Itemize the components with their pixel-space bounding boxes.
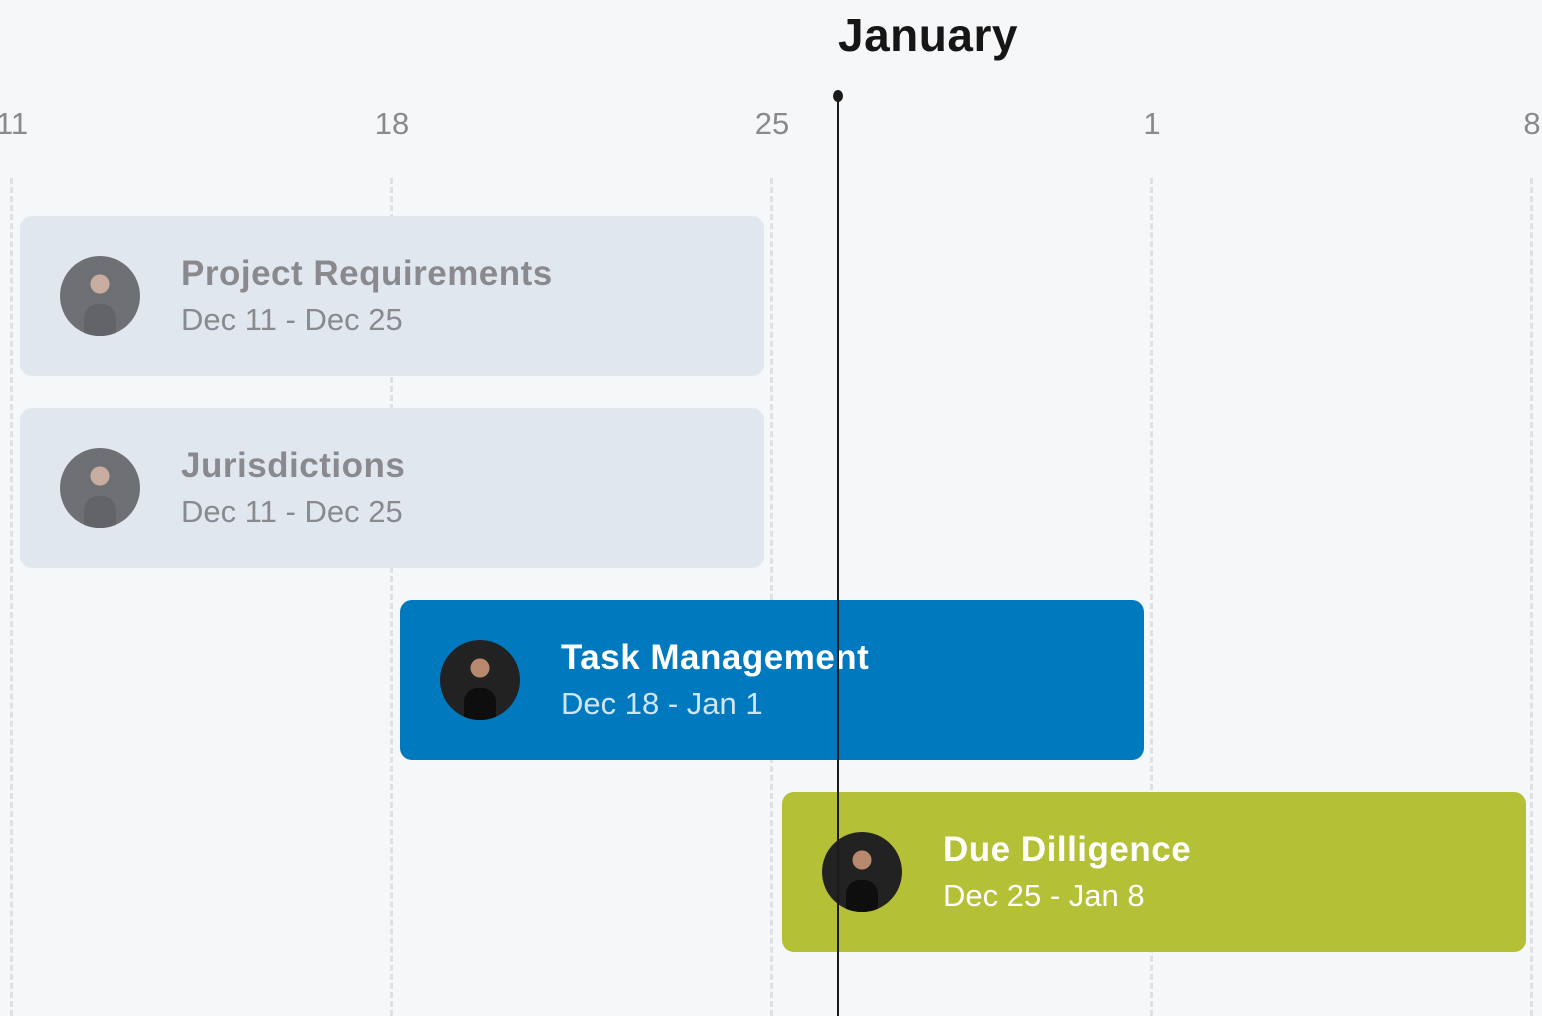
avatar [60, 256, 140, 336]
task-title: Due Dilligence [943, 830, 1192, 869]
task-title: Jurisdictions [181, 446, 406, 485]
task-dates: Dec 11 - Dec 25 [181, 494, 403, 529]
task-dates: Dec 25 - Jan 8 [943, 878, 1145, 913]
avatar [440, 640, 520, 720]
task-bar-due-dilligence[interactable]: Due Dilligence Dec 25 - Jan 8 [782, 792, 1526, 952]
task-bar-jurisdictions[interactable]: Jurisdictions Dec 11 - Dec 25 [20, 408, 764, 568]
avatar [822, 832, 902, 912]
week-tick: 25 [754, 106, 790, 141]
week-gridline [390, 178, 393, 1016]
week-gridline [770, 178, 773, 1016]
task-bar-project-requirements[interactable]: Project Requirements Dec 11 - Dec 25 [20, 216, 764, 376]
week-gridline [1530, 178, 1533, 1016]
week-tick: 8 [1523, 106, 1541, 141]
week-tick: 11 [0, 106, 29, 141]
task-title: Task Management [561, 638, 870, 677]
month-label: January [838, 9, 1018, 61]
today-marker-line[interactable] [837, 96, 839, 1016]
task-title: Project Requirements [181, 254, 553, 293]
task-dates: Dec 11 - Dec 25 [181, 302, 403, 337]
week-gridline [1150, 178, 1153, 1016]
avatar [60, 448, 140, 528]
week-tick: 18 [374, 106, 410, 141]
week-tick: 1 [1143, 106, 1161, 141]
task-bar-task-management[interactable]: Task Management Dec 18 - Jan 1 [400, 600, 1144, 760]
task-dates: Dec 18 - Jan 1 [561, 686, 763, 721]
week-gridline [10, 178, 13, 1016]
